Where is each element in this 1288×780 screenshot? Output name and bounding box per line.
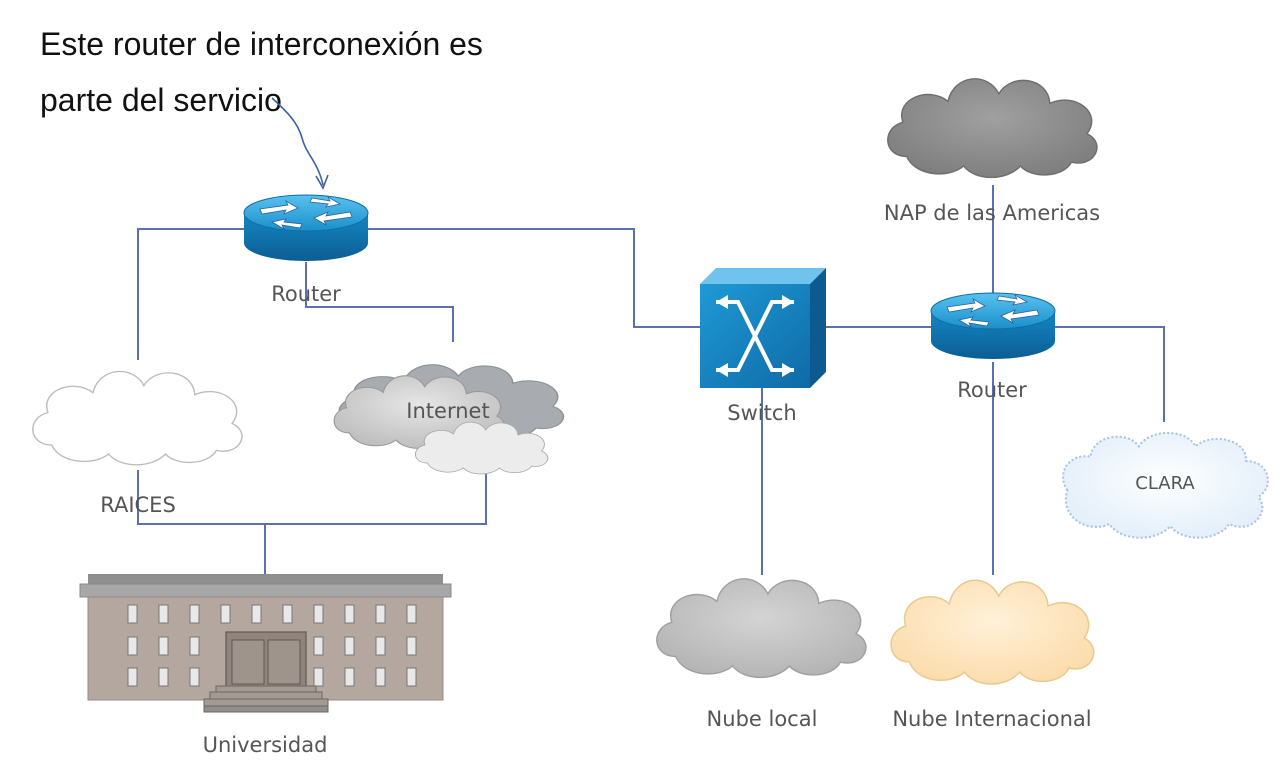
building-window <box>127 636 138 656</box>
internet-cloud: Internet <box>333 363 565 475</box>
universidad: Universidad <box>79 574 452 757</box>
nap-label: NAP de las Americas <box>884 201 1100 225</box>
link-router-raices <box>137 228 244 360</box>
cloud-icon <box>32 370 243 466</box>
cloud-icon <box>890 579 1095 685</box>
switch-icon <box>700 268 826 388</box>
building-window <box>158 604 169 624</box>
building-window <box>251 604 262 624</box>
building-window <box>375 667 386 687</box>
clara-label: CLARA <box>1135 473 1195 494</box>
universidad-label: Universidad <box>203 733 328 757</box>
cloud-icon <box>656 578 867 679</box>
router-icon <box>243 194 369 262</box>
router-icon <box>930 292 1056 360</box>
raices-label: RAICES <box>100 493 176 517</box>
building-window <box>220 604 231 624</box>
building-window <box>313 604 324 624</box>
router-left-label: Router <box>271 282 341 306</box>
building-window <box>189 636 200 656</box>
network-links <box>137 185 1165 575</box>
building-window <box>344 604 355 624</box>
building-window <box>375 604 386 624</box>
building-window <box>313 636 324 656</box>
nube-internacional-label: Nube Internacional <box>892 707 1091 731</box>
router-right-label: Router <box>957 378 1027 402</box>
building-window <box>406 636 417 656</box>
nap-cloud: NAP de las Americas <box>884 78 1100 225</box>
link-router-switch <box>368 228 700 328</box>
annotation-line-1: Este router de interconexión es <box>40 26 483 62</box>
annotation-arrow <box>271 97 329 190</box>
link-raices-internet-bus <box>137 470 487 525</box>
switch-label: Switch <box>727 401 796 425</box>
clara-cloud: CLARA <box>1061 431 1270 539</box>
nube-local-cloud: Nube local <box>656 578 867 731</box>
building-window <box>158 667 169 687</box>
nube-internacional-cloud: Nube Internacional <box>890 579 1095 731</box>
router-left: Router <box>243 194 369 306</box>
cloud-icon <box>887 78 1098 179</box>
annotation-text: Este router de interconexión es parte de… <box>40 16 560 128</box>
building-window <box>127 667 138 687</box>
router-right: Router <box>930 292 1056 402</box>
building-window <box>406 604 417 624</box>
annotation-line-2: parte del servicio <box>40 82 282 118</box>
link-router-clara <box>1054 326 1165 422</box>
switch: Switch <box>700 268 826 425</box>
building-window <box>344 636 355 656</box>
building-window <box>313 667 324 687</box>
building-icon <box>79 574 452 713</box>
building-window <box>158 636 169 656</box>
nube-local-label: Nube local <box>707 707 818 731</box>
building-window <box>189 667 200 687</box>
raices-cloud: RAICES <box>32 370 243 517</box>
internet-label: Internet <box>406 399 489 423</box>
link-router-internet <box>305 262 454 342</box>
building-window <box>127 604 138 624</box>
building-window <box>344 667 355 687</box>
building-window <box>375 636 386 656</box>
building-window <box>189 604 200 624</box>
building-window <box>406 667 417 687</box>
building-window <box>282 604 293 624</box>
